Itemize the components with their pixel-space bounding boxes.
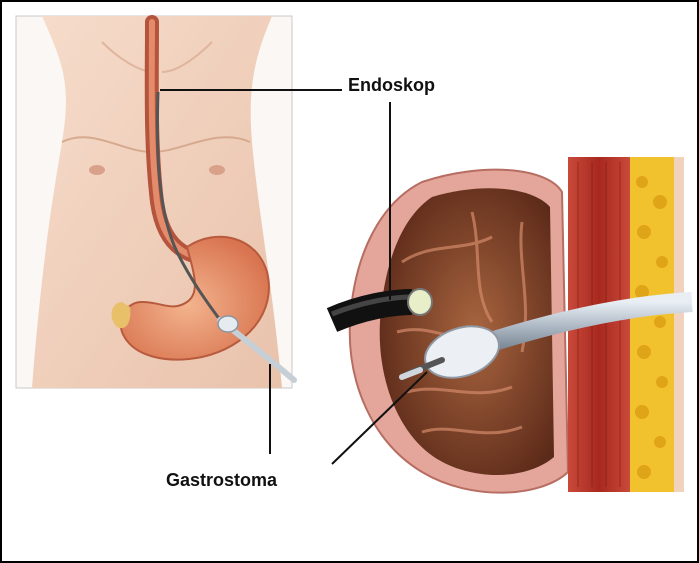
nipple-right (209, 165, 225, 175)
torso-panel (16, 16, 294, 388)
endoskop-label: Endoskop (348, 75, 435, 96)
skin-layer (674, 157, 684, 492)
gastrostoma-label: Gastrostoma (166, 470, 277, 491)
fat-layer (630, 157, 674, 492)
cross-section (332, 157, 692, 493)
nipple-left (89, 165, 105, 175)
